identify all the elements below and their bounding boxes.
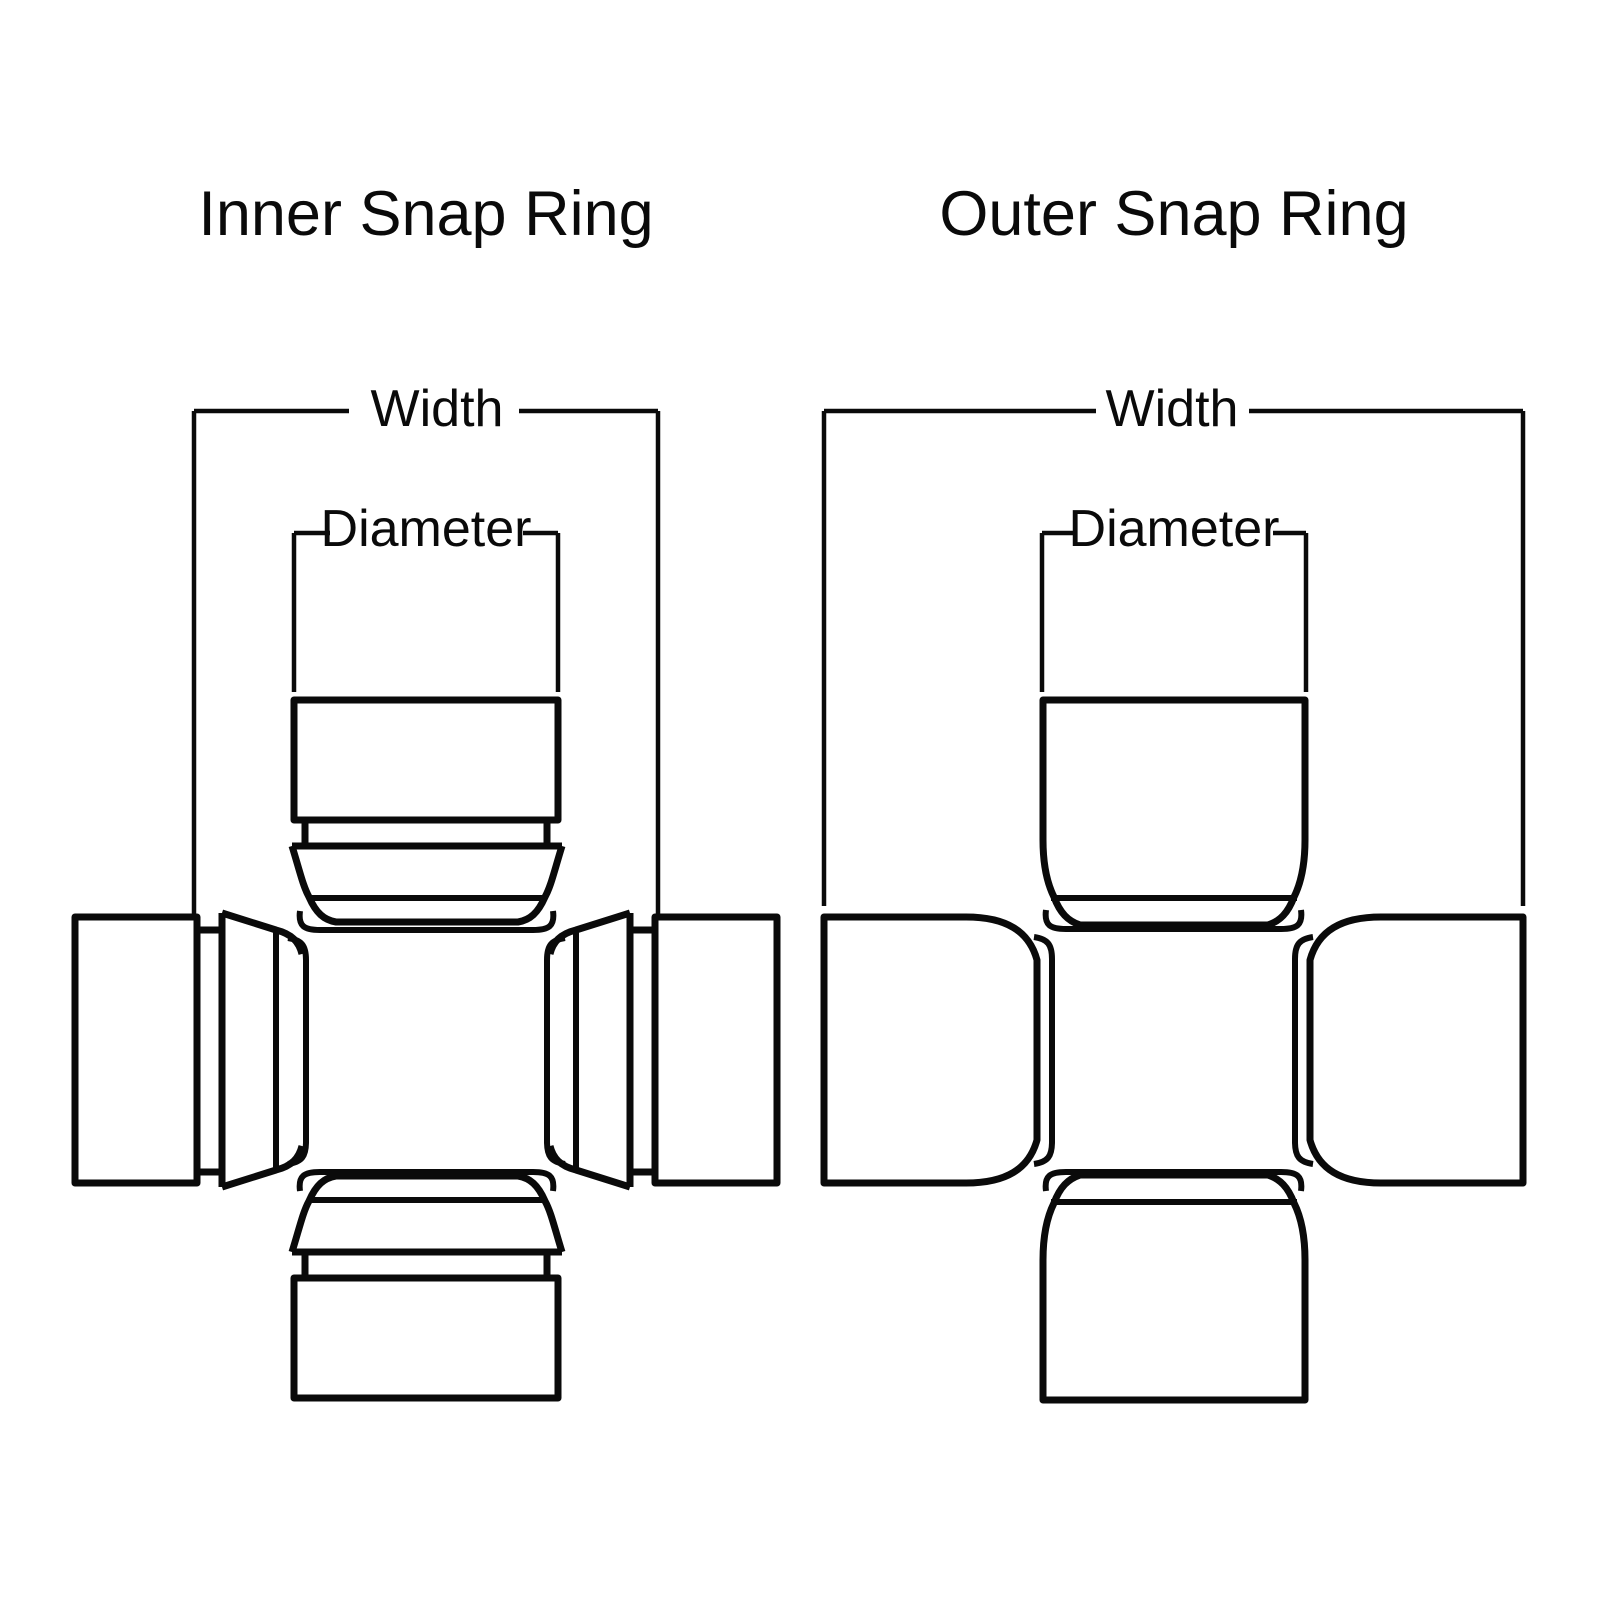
inner-right-flange [546, 909, 634, 1191]
outer-width-bracket-line [821, 408, 1526, 906]
inner-diameter-label: Diameter [321, 500, 532, 558]
outer-diagram-title: Outer Snap Ring [939, 179, 1408, 249]
outer-right-bearing-cap [1306, 913, 1527, 1187]
inner-bottom-snap-ring-groove [301, 1252, 551, 1278]
outer-left-bearing-cap [820, 913, 1041, 1187]
inner-joint-drawing [71, 696, 781, 1402]
outer-width-dimension: Width [821, 380, 1526, 906]
inner-left-snap-ring-groove [197, 926, 222, 1176]
inner-width-label: Width [371, 380, 504, 438]
inner-bottom-bearing-cap [290, 1274, 562, 1402]
inner-center-body [287, 910, 566, 1192]
inner-right-bearing-cap [651, 913, 781, 1187]
inner-top-bearing-cap [290, 696, 562, 824]
outer-bottom-bearing-cap [1039, 1171, 1309, 1404]
outer-snap-ring-diagram: Outer Snap Ring Width Diameter [820, 179, 1527, 1404]
outer-center-body [1033, 909, 1314, 1192]
inner-diameter-dimension: Diameter [291, 500, 561, 692]
outer-joint-drawing [820, 696, 1527, 1404]
inner-left-bearing-cap [71, 913, 201, 1187]
outer-diameter-label: Diameter [1069, 500, 1280, 558]
inner-snap-ring-diagram: Inner Snap Ring Width Diameter [71, 179, 781, 1402]
inner-top-snap-ring-groove [301, 820, 551, 846]
inner-width-dimension: Width [191, 380, 661, 914]
inner-width-bracket-line [191, 408, 661, 914]
inner-diameter-bracket-line [291, 530, 561, 692]
inner-diagram-title: Inner Snap Ring [198, 179, 653, 249]
inner-left-flange [218, 909, 306, 1191]
outer-diameter-bracket-line [1039, 530, 1309, 692]
inner-bottom-flange [288, 1172, 566, 1256]
inner-right-snap-ring-groove [630, 926, 655, 1176]
inner-top-flange [288, 842, 566, 926]
outer-width-label: Width [1106, 380, 1239, 438]
outer-top-bearing-cap [1039, 696, 1309, 929]
outer-diameter-dimension: Diameter [1039, 500, 1309, 692]
